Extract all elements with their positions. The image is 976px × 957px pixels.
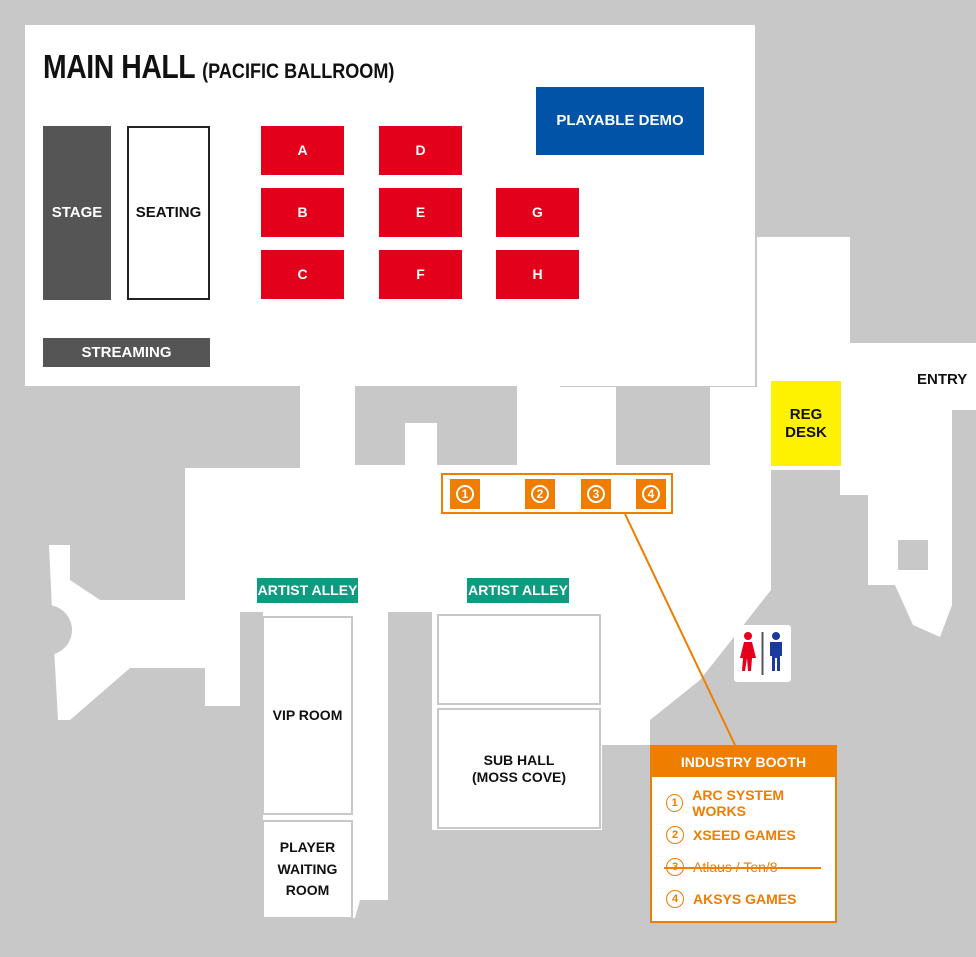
restroom-women-icon bbox=[740, 632, 756, 671]
restroom-icon bbox=[740, 632, 782, 675]
industry-booth-title: INDUSTRY BOOTH bbox=[652, 747, 835, 777]
artist-alley-left-label: ARTIST ALLEY bbox=[257, 582, 358, 599]
playable-demo-label: PLAYABLE DEMO bbox=[556, 112, 684, 129]
booth-marker-3-num: 3 bbox=[587, 485, 605, 503]
seating-label: SEATING bbox=[135, 204, 202, 221]
player-waiting-room[interactable]: PLAYER WAITING ROOM bbox=[262, 820, 353, 919]
artist-alley-left[interactable]: ARTIST ALLEY bbox=[257, 578, 358, 603]
sub-hall[interactable]: SUB HALL (MOSS COVE) bbox=[437, 708, 601, 829]
booth-g[interactable]: G bbox=[496, 188, 579, 237]
booth-d[interactable]: D bbox=[379, 126, 462, 175]
booth-marker-3[interactable]: 3 bbox=[581, 479, 611, 509]
booth-marker-1[interactable]: 1 bbox=[450, 479, 480, 509]
restroom[interactable] bbox=[734, 625, 791, 682]
booth-marker-4-num: 4 bbox=[642, 485, 660, 503]
artist-alley-right-label: ARTIST ALLEY bbox=[468, 582, 568, 599]
seating-area[interactable]: SEATING bbox=[127, 126, 210, 300]
industry-booth-item-1[interactable]: 1 ARC SYSTEM WORKS bbox=[652, 787, 835, 819]
booth-g-label: G bbox=[532, 204, 543, 221]
booth-d-label: D bbox=[415, 142, 426, 159]
sub-hall-sublabel: (MOSS COVE) bbox=[471, 768, 567, 785]
stage-area[interactable]: STAGE bbox=[43, 126, 111, 300]
stage-label: STAGE bbox=[51, 204, 103, 221]
booth-f[interactable]: F bbox=[379, 250, 462, 299]
industry-booth-item-3-num: 3 bbox=[666, 858, 684, 876]
streaming-area[interactable]: STREAMING bbox=[43, 338, 210, 367]
booth-b[interactable]: B bbox=[261, 188, 344, 237]
industry-booth-item-2[interactable]: 2 XSEED GAMES bbox=[652, 819, 835, 851]
player-waiting-room-label: PLAYER WAITING ROOM bbox=[277, 838, 338, 899]
entry-label: ENTRY bbox=[917, 371, 968, 388]
booth-e-label: E bbox=[415, 204, 426, 221]
vip-room-label: VIP ROOM bbox=[272, 707, 343, 724]
industry-booth-legend: INDUSTRY BOOTH 1 ARC SYSTEM WORKS 2 XSEE… bbox=[650, 745, 837, 923]
booth-leader-line bbox=[624, 513, 736, 746]
main-hall-title: MAIN HALL (PACIFIC BALLROOM) bbox=[43, 48, 394, 86]
industry-booth-item-3[interactable]: 3 Atlaus / Ten/8 bbox=[652, 851, 835, 883]
industry-booth-item-3-name: Atlaus / Ten/8 bbox=[693, 859, 778, 875]
left-lobby bbox=[22, 605, 72, 655]
playable-demo-area[interactable]: PLAYABLE DEMO bbox=[536, 87, 704, 155]
restroom-men-icon bbox=[770, 632, 782, 671]
sub-hall-label: SUB HALL bbox=[483, 751, 555, 768]
booth-marker-1-num: 1 bbox=[456, 485, 474, 503]
booth-marker-2-num: 2 bbox=[531, 485, 549, 503]
vip-room[interactable]: VIP ROOM bbox=[262, 616, 353, 815]
industry-booth-item-1-num: 1 bbox=[666, 794, 684, 812]
booth-h-label: H bbox=[532, 266, 543, 283]
wall-shapes bbox=[771, 540, 928, 620]
booth-e[interactable]: E bbox=[379, 188, 462, 237]
industry-booth-item-4[interactable]: 4 AKSYS GAMES bbox=[652, 883, 835, 915]
booth-c-label: C bbox=[297, 266, 308, 283]
artist-alley-right[interactable]: ARTIST ALLEY bbox=[467, 578, 569, 603]
booth-a[interactable]: A bbox=[261, 126, 344, 175]
industry-booth-item-2-name: XSEED GAMES bbox=[693, 827, 796, 843]
reg-desk[interactable]: REG DESK bbox=[771, 381, 841, 466]
streaming-label: STREAMING bbox=[81, 343, 172, 361]
booth-marker-2[interactable]: 2 bbox=[525, 479, 555, 509]
artist-alley-right-room[interactable] bbox=[437, 614, 601, 705]
industry-booth-item-4-name: AKSYS GAMES bbox=[693, 891, 797, 907]
industry-booth-item-4-num: 4 bbox=[666, 890, 684, 908]
main-hall-subtitle: (PACIFIC BALLROOM) bbox=[202, 60, 395, 83]
main-hall-title-text: MAIN HALL bbox=[43, 48, 195, 85]
booth-marker-4[interactable]: 4 bbox=[636, 479, 666, 509]
industry-booth-list: 1 ARC SYSTEM WORKS 2 XSEED GAMES 3 Atlau… bbox=[652, 777, 835, 915]
reg-desk-label: REG DESK bbox=[785, 405, 827, 441]
booth-h[interactable]: H bbox=[496, 250, 579, 299]
industry-booth-item-2-num: 2 bbox=[666, 826, 684, 844]
industry-booth-item-1-name: ARC SYSTEM WORKS bbox=[692, 787, 785, 819]
booth-f-label: F bbox=[416, 266, 425, 283]
booth-c[interactable]: C bbox=[261, 250, 344, 299]
booth-b-label: B bbox=[297, 204, 308, 221]
booth-a-label: A bbox=[297, 142, 308, 159]
